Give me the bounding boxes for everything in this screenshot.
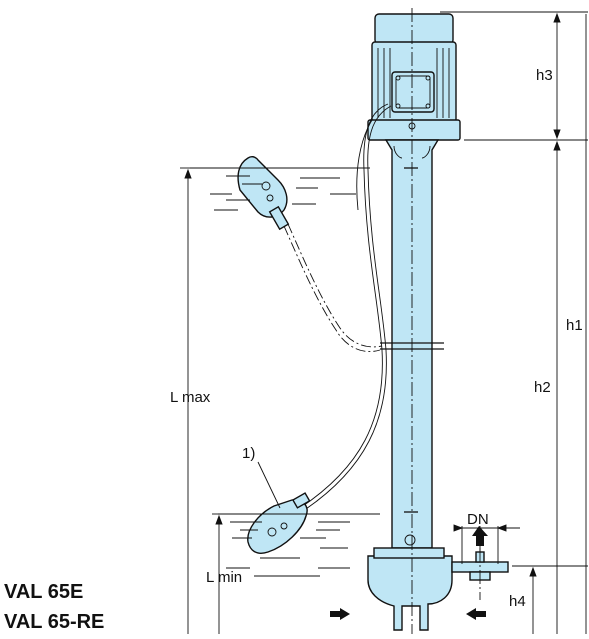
dimension-lines [180,11,588,634]
float-switch-upper [237,155,290,231]
water-level-min [218,513,380,577]
note-label: 1) [242,445,255,462]
motor [367,13,461,141]
dimension-label-h4: h4 [509,593,526,610]
model-name-2: VAL 65-RE [4,611,104,633]
float-switch-lower [247,492,311,554]
float-cable [283,103,392,512]
dimension-label-h3: h3 [536,67,553,84]
water-level-max [190,167,370,211]
model-name-1: VAL 65E [4,581,83,603]
dimension-label-h1: h1 [566,317,583,334]
dimension-label-lmax: L max [170,389,211,406]
flow-arrows [330,526,488,620]
dimension-label-lmin: L min [206,569,242,586]
dimension-label-dn: DN [467,511,489,528]
pump-casing [367,526,509,631]
dimension-label-h2: h2 [534,379,551,396]
